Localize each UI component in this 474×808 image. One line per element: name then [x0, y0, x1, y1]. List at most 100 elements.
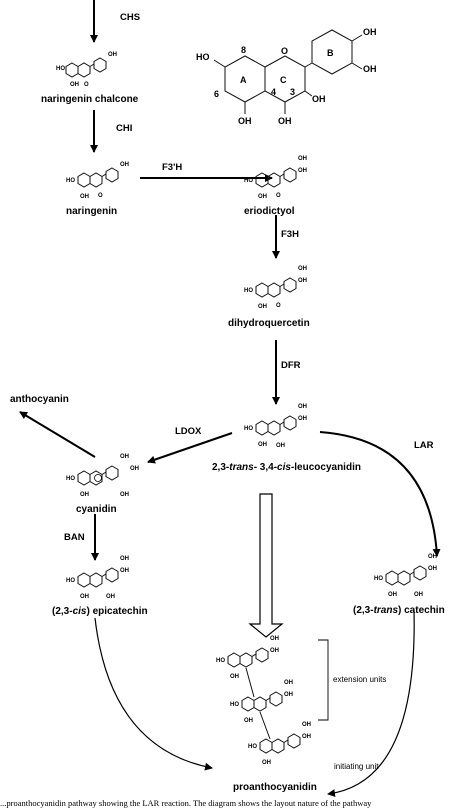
svg-text:OH: OH [120, 568, 129, 574]
naringenin-chalcone: HO OH O OH naringenin chalcone [41, 52, 139, 105]
svg-text:OH: OH [298, 278, 307, 284]
label-initiating-unit: initiating unit [334, 762, 379, 771]
svg-text:OH: OH [80, 594, 89, 600]
arrow-epicatechin-to-proanthocyanidin [94, 617, 213, 771]
svg-text:OH: OH [298, 416, 307, 422]
svg-text:OH: OH [270, 648, 279, 654]
label-naringenin-chalcone: naringenin chalcone [41, 94, 139, 105]
svg-text:OH: OH [106, 594, 115, 600]
svg-text:OH: OH [276, 443, 285, 449]
svg-text:HO: HO [66, 178, 75, 184]
svg-text:OH: OH [428, 554, 437, 560]
svg-text:OH: OH [302, 734, 311, 740]
svg-text:O: O [276, 193, 281, 199]
svg-text:HO: HO [244, 288, 253, 294]
position-3-label: 3 [290, 87, 295, 97]
svg-text:OH: OH [298, 168, 307, 174]
svg-text:HO: HO [66, 578, 75, 584]
svg-text:OH: OH [130, 466, 139, 472]
label-cyanidin: cyanidin [76, 504, 117, 515]
svg-text:OH: OH [428, 566, 437, 572]
svg-text:OH: OH [388, 592, 397, 598]
svg-text:OH: OH [258, 194, 267, 200]
enzyme-label-ldox: LDOX [175, 426, 202, 437]
enzyme-label-f3h: F3H [281, 229, 299, 240]
svg-text:OH: OH [258, 304, 267, 310]
svg-text:OH: OH [120, 162, 129, 168]
svg-text:OH: OH [302, 722, 311, 728]
svg-text:HO: HO [244, 178, 253, 184]
position-6-label: 6 [214, 89, 219, 99]
leucocyanidin: HO OH OH OH OH 2,3-trans- 3,4-cis-leucocyani… [212, 404, 361, 473]
enzyme-label-lar: LAR [414, 440, 434, 451]
oh-5-label: OH [238, 116, 252, 126]
naringenin: HO OH O OH naringenin [66, 162, 129, 217]
svg-text:OH: OH [414, 592, 423, 598]
position-4-label: 4 [271, 87, 276, 97]
ring-b-label: B [327, 48, 334, 58]
dihydroquercetin: HO OH O OH OH dihydroquercetin [228, 266, 310, 329]
enzyme-label-chs: CHS [120, 12, 140, 23]
svg-text:OH: OH [120, 492, 129, 498]
svg-text:HO: HO [244, 426, 253, 432]
svg-text:HO: HO [66, 476, 75, 482]
arrow-lar [319, 431, 441, 557]
label-catechin: (2,3-trans) catechin [353, 605, 445, 616]
svg-text:HO: HO [56, 66, 65, 72]
svg-text:OH: OH [70, 82, 79, 88]
label-leucocyanidin: 2,3-trans- 3,4-cis-leucocyanidin [212, 462, 361, 473]
ring-a-label: A [240, 75, 247, 85]
svg-text:OH: OH [298, 404, 307, 410]
oh-3prime-label: OH [363, 27, 377, 37]
label-proanthocyanidin: proanthocyanidin [233, 782, 317, 793]
svg-text:HO: HO [374, 576, 383, 582]
oh-4prime-label: OH [363, 64, 377, 74]
svg-text:OH: OH [262, 760, 271, 766]
figure-caption: ...proanthocyanidin pathway showing the … [0, 798, 372, 808]
label-eriodictyol: eriodictyol [244, 206, 295, 217]
svg-text:OH: OH [284, 692, 293, 698]
svg-text:OH: OH [258, 442, 267, 448]
epicatechin: HO OH OH OH OH (2,3-cis) epicatechin [52, 556, 148, 617]
svg-text:OH: OH [230, 674, 239, 680]
oh-4-label: OH [278, 116, 292, 126]
svg-text:O: O [98, 193, 103, 199]
label-dihydroquercetin: dihydroquercetin [228, 318, 310, 329]
ring-c-label: C [280, 75, 287, 85]
svg-text:OH: OH [80, 492, 89, 498]
enzyme-label-ban: BAN [64, 532, 85, 543]
eriodictyol: HO OH O OH OH eriodictyol [244, 156, 307, 217]
ho-7-label: HO [196, 52, 210, 62]
reference-flavan-structure: A B C 8 6 3 4 O HO OH OH OH OH OH [196, 27, 377, 126]
svg-text:O: O [276, 303, 281, 309]
svg-text:OH: OH [298, 266, 307, 272]
arrow-ldox [147, 432, 233, 464]
arrow-anthocyanin [19, 411, 96, 458]
svg-text:HO: HO [230, 702, 239, 708]
label-naringenin: naringenin [66, 206, 117, 217]
svg-text:OH: OH [298, 156, 307, 162]
label-anthocyanin: anthocyanin [10, 394, 69, 405]
catechin: HO OH OH OH OH (2,3-trans) catechin [353, 554, 445, 616]
label-epicatechin: (2,3-cis) epicatechin [52, 606, 148, 617]
svg-text:OH: OH [244, 718, 253, 724]
svg-text:OH: OH [80, 194, 89, 200]
svg-text:OH: OH [120, 556, 129, 562]
label-extension-units: extension units [333, 675, 386, 684]
enzyme-label-dfr: DFR [281, 360, 301, 371]
ring-oxygen-label: O [281, 46, 288, 56]
position-8-label: 8 [241, 45, 246, 55]
svg-text:HO: HO [248, 744, 257, 750]
enzyme-label-chi: CHI [116, 123, 132, 134]
arrow-leucocyanidin-to-proanthocyanidin [248, 493, 284, 638]
svg-text:OH: OH [120, 454, 129, 460]
svg-text:OH: OH [270, 636, 279, 642]
arrow-catechin-to-proanthocyanidin [327, 609, 415, 798]
svg-text:OH: OH [108, 52, 117, 58]
svg-text:O: O [84, 82, 89, 88]
enzyme-label-f3h-prime: F3'H [162, 162, 182, 173]
oh-3-label: OH [312, 94, 326, 104]
